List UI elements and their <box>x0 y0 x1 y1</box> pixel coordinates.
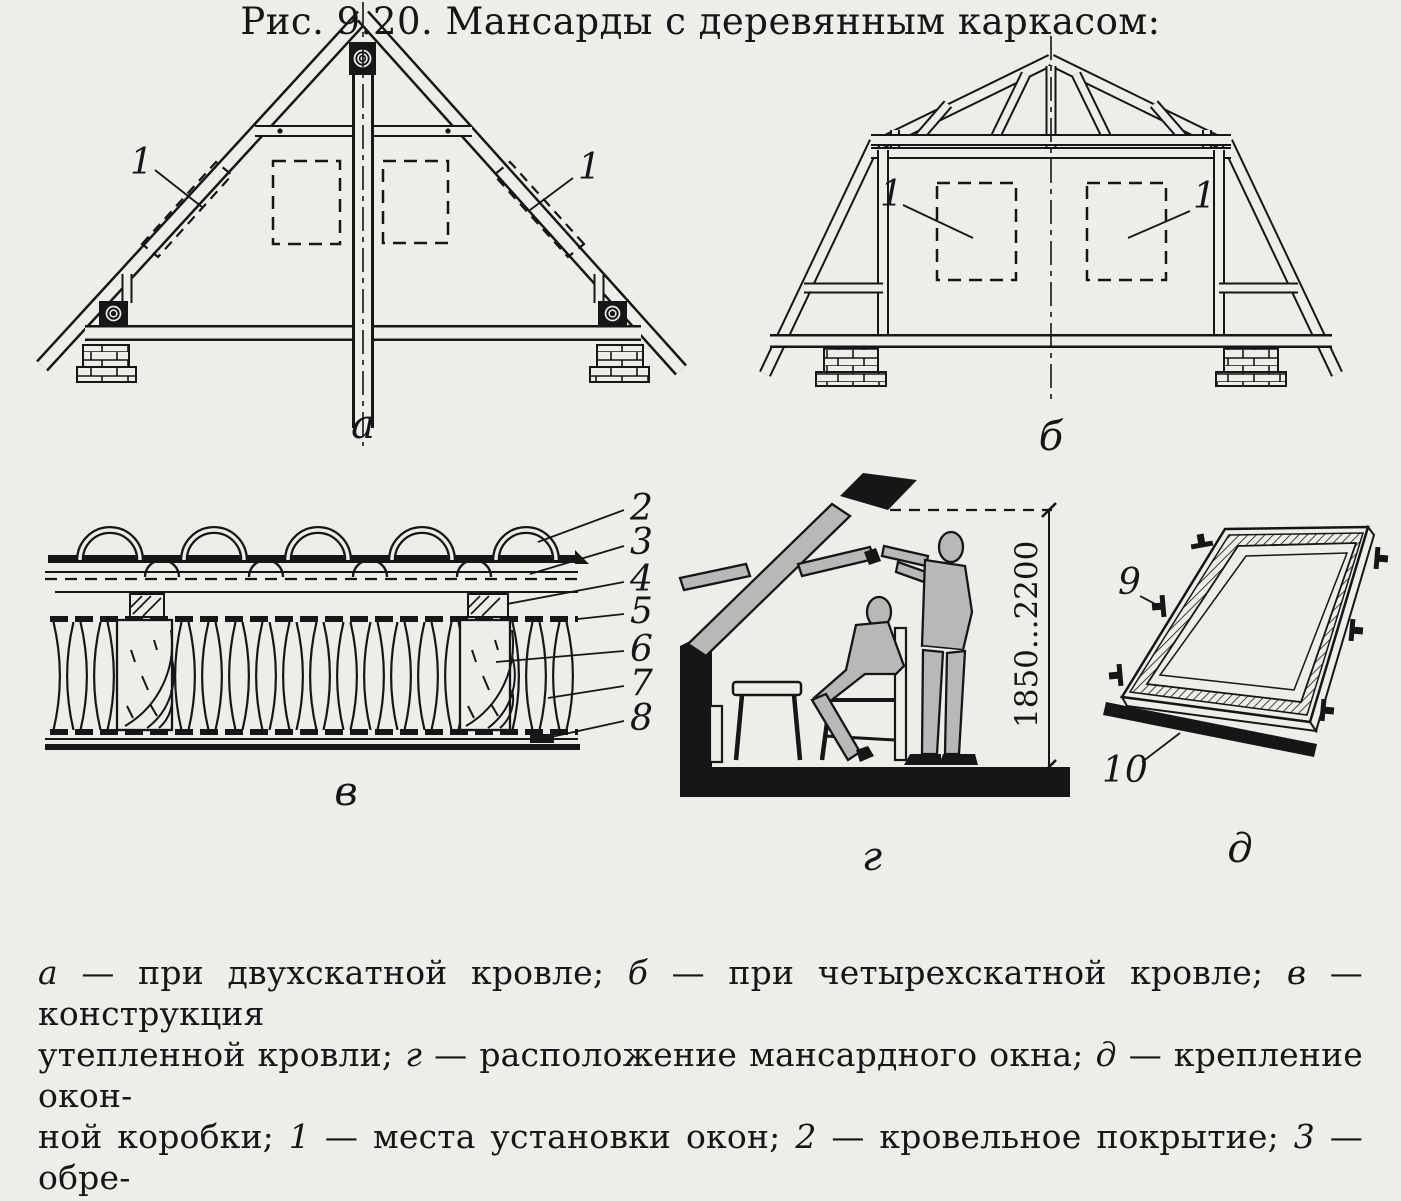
roof-slab <box>840 473 917 510</box>
brick-pier-right <box>1215 347 1287 387</box>
panel-b-mansard-truss: 1 1 б <box>740 30 1400 460</box>
panel-g-window-placement: 1850...2200 <box>660 460 1080 880</box>
floor-and-knee-wall <box>680 630 1070 797</box>
figure-caption: а — при двухскатной кровле; б — при четы… <box>38 952 1363 1201</box>
brick-pier-right <box>589 344 650 383</box>
callout-leader <box>1139 595 1160 607</box>
window-opening-dashed-right <box>1085 181 1168 282</box>
roof-window-strip-dashed-right <box>492 160 586 259</box>
callout-7: 7 <box>630 663 653 704</box>
sheathing-clip <box>530 734 554 743</box>
brick-pier-left <box>815 347 887 387</box>
callout-leaders <box>495 509 625 738</box>
window-box-drawing: 9 10 д <box>1102 524 1389 872</box>
purlin-knot-right <box>598 301 627 326</box>
window-opening-dashed-left <box>271 159 342 246</box>
window-handle <box>864 548 881 565</box>
dimension-text: 1850...2200 <box>1009 541 1045 728</box>
wall-board <box>708 704 724 764</box>
standing-man-figure <box>880 530 978 765</box>
panel-label-g: г <box>862 834 882 880</box>
frame-inner-lip <box>1158 552 1349 691</box>
callout-leader <box>529 177 574 211</box>
purlin-knot-left <box>99 301 128 326</box>
window-opening-dashed-right <box>381 159 450 245</box>
callout-5: 5 <box>630 591 653 632</box>
roof-layers-drawing: 2 3 4 5 6 7 8 в <box>45 488 653 810</box>
callout-leader <box>154 169 203 208</box>
tile-layer <box>48 526 589 578</box>
callout-2: 2 <box>629 488 653 529</box>
roof-window-strip-dashed-left <box>140 160 234 259</box>
stool <box>731 680 803 761</box>
callout-leader <box>1141 732 1181 763</box>
callout-1-left: 1 <box>130 142 153 183</box>
panel-label-d: д <box>1227 826 1252 872</box>
callout-leader <box>1127 210 1191 239</box>
callout-10: 10 <box>1102 750 1148 791</box>
panel-d-window-box: 9 10 д <box>1080 490 1401 890</box>
callout-1-right: 1 <box>1193 176 1216 217</box>
callout-8: 8 <box>630 698 653 739</box>
frame-opening <box>1145 542 1358 703</box>
panel-label-a: а <box>351 402 375 448</box>
gable-truss-drawing: 1 1 а <box>36 2 687 448</box>
callout-numbers: 2 3 4 5 6 7 8 <box>629 488 653 739</box>
rafter-right <box>458 618 516 732</box>
temporary-support-beam <box>1103 702 1317 757</box>
window-opening-dashed-left <box>935 181 1018 282</box>
panel-label-b: б <box>1039 414 1064 460</box>
window-flashing-bar <box>678 562 752 592</box>
panel-label-v: в <box>334 769 357 810</box>
callout-3: 3 <box>630 522 653 563</box>
mansard-truss-drawing: 1 1 б <box>759 36 1343 460</box>
caption-line: а — при двухскатной кровле; б — при четы… <box>38 953 1364 1033</box>
callout-1-right: 1 <box>578 147 601 188</box>
caption-line: ной коробки; 1 — места установки окон; 2… <box>38 1117 1364 1197</box>
caption-line: утепленной кровли; г — расположение манс… <box>38 1035 1363 1115</box>
sloped-rafter <box>686 502 852 658</box>
callout-9: 9 <box>1118 562 1141 603</box>
dimension-line <box>1041 502 1057 775</box>
truss-members <box>36 10 687 428</box>
callout-4: 4 <box>629 559 653 600</box>
brick-pier-left <box>76 344 137 383</box>
callout-1-left: 1 <box>880 174 903 215</box>
figure-title: Рис. 9.20. Мансарды с деревянным каркасо… <box>240 0 1161 43</box>
seated-woman-figure <box>810 595 906 762</box>
caption-line: шетка; 4 — контробрешетка; 5 — кровельна… <box>38 1198 1363 1201</box>
rafter-left <box>115 618 175 732</box>
callout-leader <box>902 204 974 239</box>
attic-scene-drawing: 1850...2200 <box>678 473 1070 880</box>
panel-a-gable-truss: 1 1 а <box>30 0 690 450</box>
callout-6: 6 <box>630 629 653 670</box>
counter-batten-blocks <box>129 593 509 618</box>
panel-v-roof-section: 2 3 4 5 6 7 8 в <box>30 480 670 810</box>
